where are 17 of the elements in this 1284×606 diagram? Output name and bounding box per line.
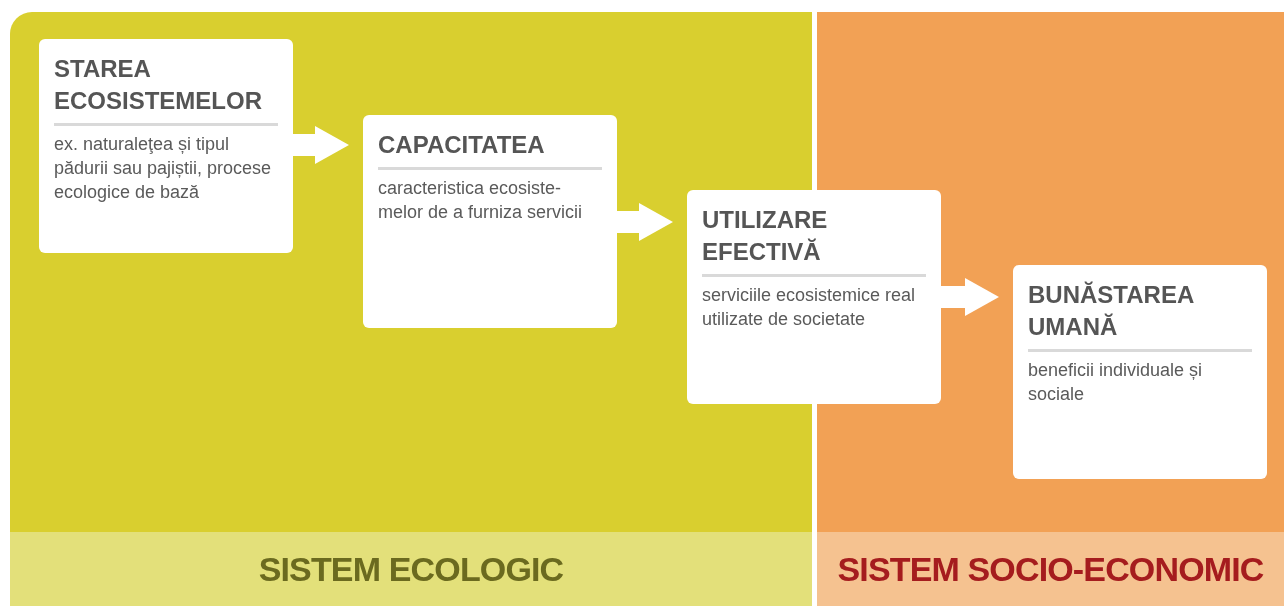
card-heading: CAPACITATEA xyxy=(378,129,602,170)
process-card xyxy=(363,115,617,328)
block-arrow xyxy=(293,126,349,164)
system-label-band: SISTEM ECOLOGIC xyxy=(10,532,812,606)
block-arrow xyxy=(941,278,999,316)
card-description: caracteristica ecosiste-melor de a furniza servicii xyxy=(378,177,584,224)
card-heading: UTILIZARE EFECTIVĂ xyxy=(702,204,926,277)
card-description: serviciile ecosistemice real utilizate de societate xyxy=(702,284,917,331)
block-arrow xyxy=(617,203,673,241)
system-label-band: SISTEM SOCIO-ECONOMIC xyxy=(817,532,1284,606)
card-heading: BUNĂSTAREA UMANĂ xyxy=(1028,279,1252,352)
process-card xyxy=(39,39,293,253)
card-description: ex. naturaleţea și tipul pădurii sau pajiștii, procese ecologice de bază xyxy=(54,133,273,204)
card-heading: STAREA ECOSISTEMELOR xyxy=(54,53,278,126)
process-card xyxy=(687,190,941,404)
process-card xyxy=(1013,265,1267,479)
card-description: beneficii individuale și sociale xyxy=(1028,359,1204,406)
